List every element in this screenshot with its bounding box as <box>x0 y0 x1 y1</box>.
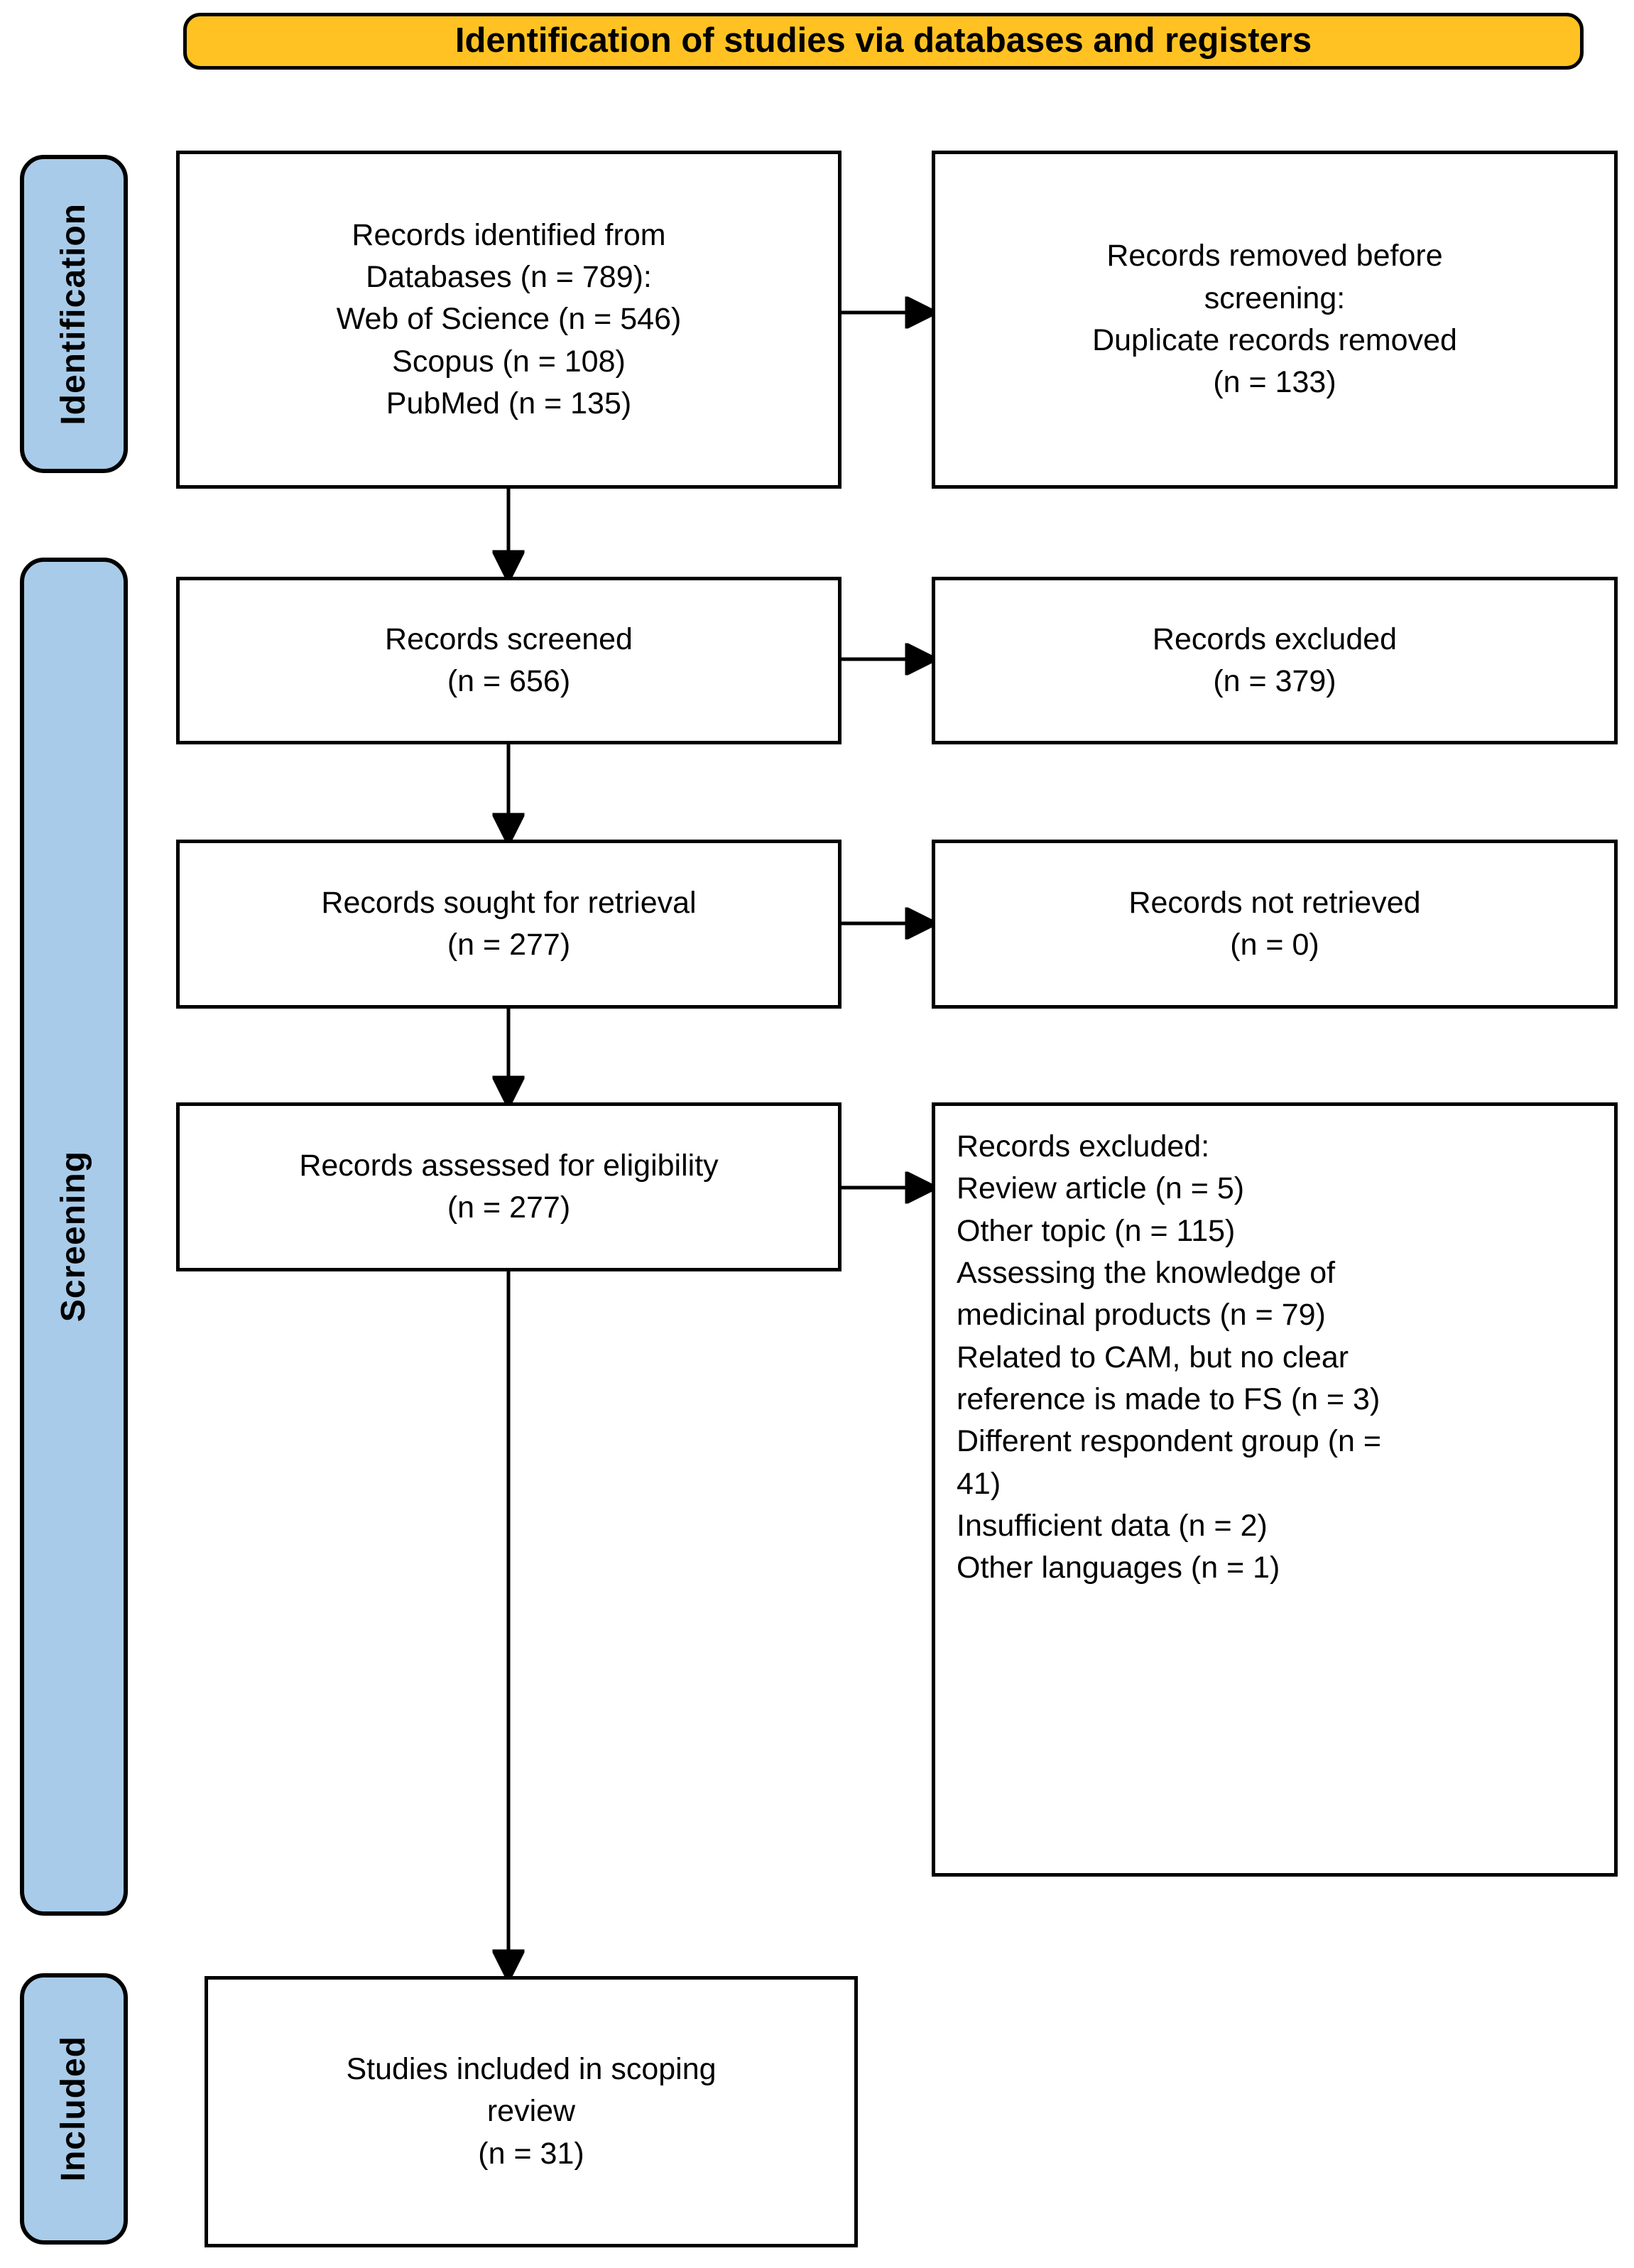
stage-pill-screening: Screening <box>20 558 128 1916</box>
box-records-identified-text: Records identified from Databases (n = 7… <box>336 217 682 420</box>
box-records-assessed-text: Records assessed for eligibility (n = 27… <box>299 1148 719 1225</box>
stage-label-screening: Screening <box>55 1151 92 1323</box>
diagram-header-banner: Identification of studies via databases … <box>183 13 1584 70</box>
box-records-assessed: Records assessed for eligibility (n = 27… <box>176 1102 841 1271</box>
box-records-sought: Records sought for retrieval (n = 277) <box>176 840 841 1009</box>
box-records-screened-text: Records screened (n = 656) <box>385 622 633 698</box>
box-records-removed: Records removed before screening: Duplic… <box>932 151 1618 489</box>
box-records-removed-text: Records removed before screening: Duplic… <box>1092 239 1457 400</box>
stage-pill-identification: Identification <box>20 155 128 473</box>
box-studies-included-text: Studies included in scoping review (n = … <box>346 2052 717 2171</box>
box-records-not-retrieved-text: Records not retrieved (n = 0) <box>1128 885 1421 962</box>
box-studies-included: Studies included in scoping review (n = … <box>205 1976 858 2247</box>
stage-label-included: Included <box>55 2036 92 2182</box>
stage-pill-included: Included <box>20 1973 128 2245</box>
box-records-excluded-screening-text: Records excluded (n = 379) <box>1152 622 1398 698</box>
box-records-not-retrieved: Records not retrieved (n = 0) <box>932 840 1618 1009</box>
box-records-excluded-screening: Records excluded (n = 379) <box>932 577 1618 744</box>
box-records-sought-text: Records sought for retrieval (n = 277) <box>321 885 697 962</box>
box-records-excluded-eligibility-text: Records excluded: Review article (n = 5)… <box>957 1129 1382 1585</box>
diagram-title: Identification of studies via databases … <box>454 21 1312 60</box>
box-records-excluded-eligibility: Records excluded: Review article (n = 5)… <box>932 1102 1618 1877</box>
box-records-identified: Records identified from Databases (n = 7… <box>176 151 841 489</box>
stage-label-identification: Identification <box>55 202 92 425</box>
box-records-screened: Records screened (n = 656) <box>176 577 841 744</box>
